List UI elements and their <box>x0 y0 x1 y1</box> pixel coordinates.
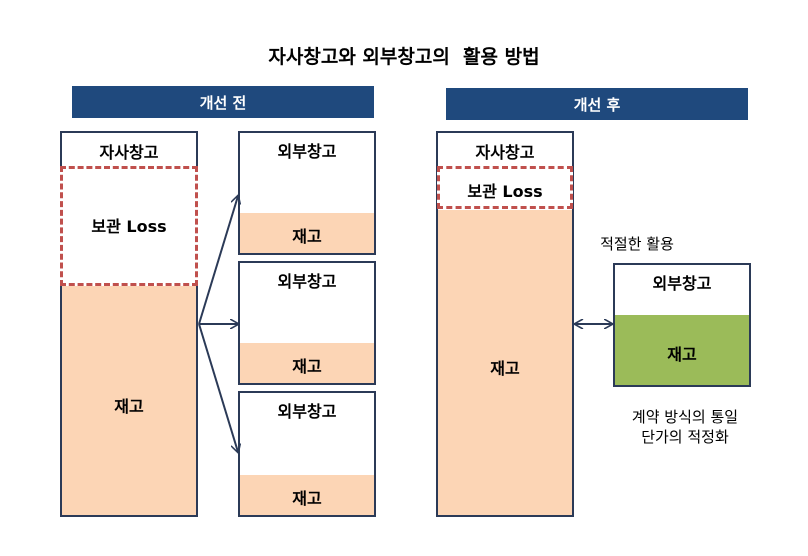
external-warehouse-label: 외부창고 <box>652 274 712 293</box>
own-inventory-fill: 재고 <box>438 210 572 515</box>
before-header: 개선 전 <box>72 86 374 118</box>
external-inventory-fill: 재고 <box>240 343 374 383</box>
external-inventory-fill-green: 재고 <box>615 315 749 385</box>
external-inventory-fill: 재고 <box>240 475 374 515</box>
arrow-to-external-3 <box>198 323 238 452</box>
before-storage-loss: 보관 Loss <box>60 166 198 286</box>
own-warehouse-label: 자사창고 <box>475 143 535 162</box>
own-inventory-label: 재고 <box>490 359 520 378</box>
external-warehouse-label: 외부창고 <box>277 402 337 421</box>
external-inventory-label: 재고 <box>292 489 322 508</box>
after-external-warehouse: 외부창고 재고 <box>613 263 751 387</box>
note-line-1: 계약 방식의 통일 <box>631 408 739 426</box>
own-inventory-fill: 재고 <box>62 285 196 515</box>
external-inventory-fill: 재고 <box>240 213 374 253</box>
after-header: 개선 후 <box>446 88 748 120</box>
external-warehouse-2: 외부창고 재고 <box>238 261 376 385</box>
external-inventory-label: 재고 <box>292 227 322 246</box>
external-warehouse-3: 외부창고 재고 <box>238 391 376 517</box>
storage-loss-label: 보관 Loss <box>91 217 167 236</box>
proper-use-label: 적절한 활용 <box>600 235 674 253</box>
external-warehouse-1: 외부창고 재고 <box>238 131 376 255</box>
own-inventory-label: 재고 <box>114 397 144 416</box>
storage-loss-label: 보관 Loss <box>467 182 543 201</box>
external-warehouse-label: 외부창고 <box>277 142 337 161</box>
own-warehouse-label: 자사창고 <box>99 143 159 162</box>
external-warehouse-label: 외부창고 <box>277 272 337 291</box>
note-line-2: 단가의 적정화 <box>641 428 729 446</box>
external-inventory-label: 재고 <box>292 357 322 376</box>
external-inventory-label: 재고 <box>667 345 697 364</box>
after-storage-loss: 보관 Loss <box>437 166 573 209</box>
arrow-to-external-1 <box>198 196 238 325</box>
improvement-note: 계약 방식의 통일 단가의 적정화 <box>600 407 770 447</box>
page-title: 자사창고와 외부창고의 활용 방법 <box>268 46 540 68</box>
